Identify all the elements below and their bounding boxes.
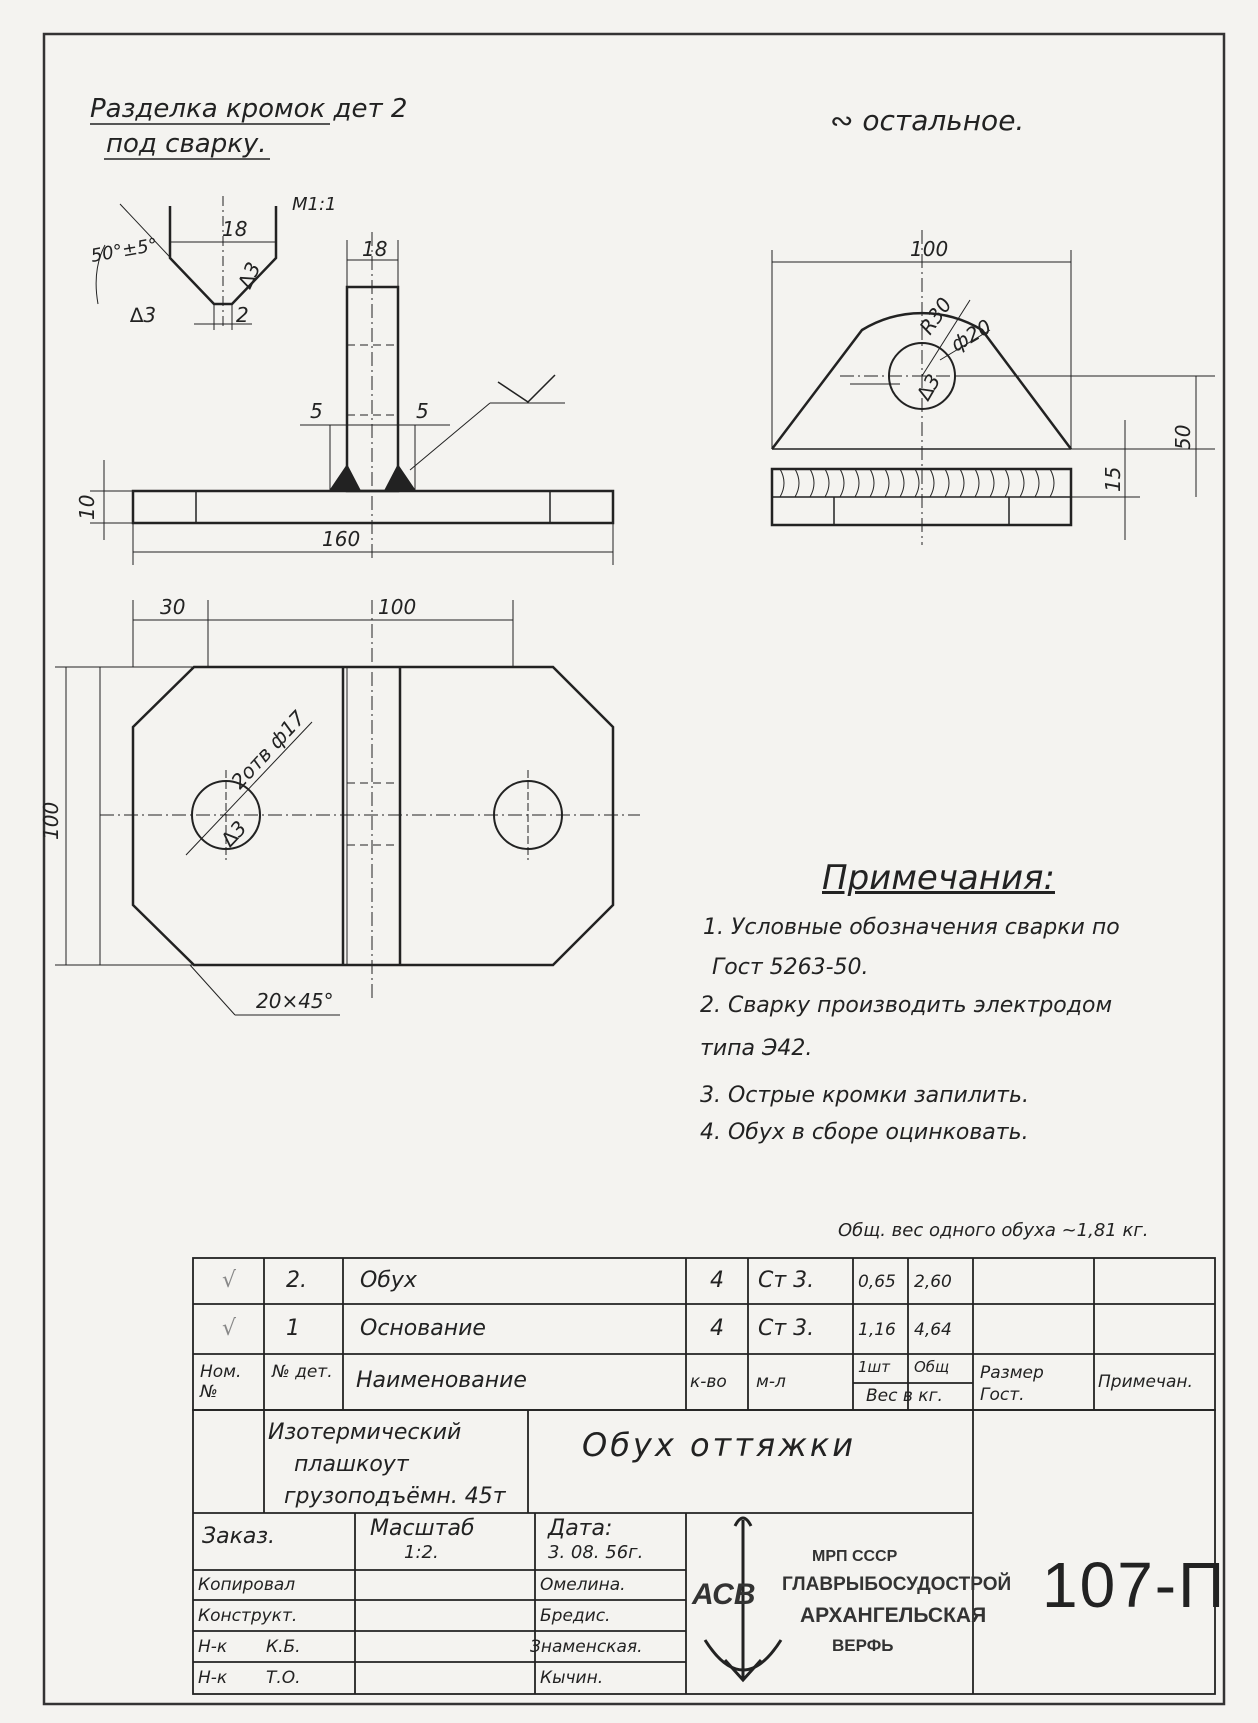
row-2-name: Обух (360, 1268, 417, 1293)
role-head-to-sub: Т.О. (266, 1668, 301, 1688)
surface-note: ∾ остальное. (830, 104, 1024, 137)
row-1-material: Ст 3. (758, 1316, 815, 1341)
org-line-1: МРП СССР (812, 1548, 898, 1565)
notes-title: Примечания: (822, 858, 1055, 898)
row-2-check: √ (222, 1268, 237, 1293)
header-name: Наименование (356, 1368, 527, 1393)
row-1-num: 1 (286, 1316, 300, 1341)
row-1-check: √ (222, 1316, 237, 1341)
edge-prep-roughness-left: ∆3 (129, 303, 156, 327)
front-dim-18: 18 (362, 237, 387, 261)
plan-dim-100: 100 (378, 595, 416, 619)
plan-dim-30: 30 (160, 595, 185, 619)
edge-prep-scale: М1:1 (292, 194, 337, 215)
row-2-total-weight: 2,60 (914, 1272, 952, 1292)
shipyard-logo (703, 1516, 783, 1683)
front-dim-5-left: 5 (310, 399, 323, 423)
name-head-to: Кычин. (540, 1668, 604, 1688)
part-name: Обух оттяжки (582, 1426, 857, 1464)
plan-chamfer: 20×45° (256, 989, 334, 1013)
org-line-2: ГЛАВРЫБОСУДОСТРОЙ (782, 1574, 1012, 1595)
header-nom: Ном. № (200, 1362, 242, 1402)
front-dim-160: 160 (322, 527, 360, 551)
weight-note: Общ. вес одного обуха ~1,81 кг. (838, 1220, 1149, 1241)
header-size: Размер Гост. (980, 1363, 1044, 1405)
order-label: Заказ. (202, 1524, 276, 1549)
plan-view (55, 600, 640, 1016)
role-head-kb-sub: К.Б. (266, 1637, 301, 1657)
header-material: м-л (756, 1372, 786, 1392)
note-1-cont: Гост 5263-50. (712, 955, 869, 980)
row-2-material: Ст 3. (758, 1268, 815, 1293)
document-number: 107-П (1042, 1549, 1227, 1621)
header-qty: к-во (690, 1372, 727, 1392)
header-note: Примечан. (1098, 1372, 1193, 1392)
edge-prep-title-2: под сварку. (106, 129, 267, 159)
product-line-3: грузоподъёмн. 45т (284, 1484, 506, 1509)
row-2-unit-weight: 0,65 (858, 1272, 896, 1292)
logo-letters: АСВ (692, 1578, 756, 1611)
note-2: 2. Сварку производить электродом (700, 993, 1113, 1018)
header-weight-total: Общ (914, 1358, 950, 1376)
plan-dim-100-vertical: 100 (39, 802, 63, 840)
title-block-grid (192, 1409, 1216, 1695)
edge-prep-dim-2: 2 (236, 303, 249, 327)
scale-value: 1:2. (404, 1542, 439, 1563)
header-weight-1pc: 1шт (858, 1358, 891, 1376)
header-weight-unit: Вес в кг. (866, 1386, 943, 1406)
front-dim-5-right: 5 (416, 399, 429, 423)
front-dim-10: 10 (75, 495, 99, 520)
org-line-3: АРХАНГЕЛЬСКАЯ (800, 1604, 987, 1627)
side-dim-50: 50 (1171, 425, 1195, 450)
row-1-unit-weight: 1,16 (858, 1320, 896, 1340)
note-1: 1. Условные обозначения сварки по (703, 915, 1120, 940)
name-head-kb: Знаменская. (530, 1637, 643, 1657)
product-line-1: Изотермический (268, 1420, 462, 1445)
role-head-kb: Н-к (198, 1637, 228, 1657)
role-copied: Копировал (198, 1575, 296, 1595)
note-2-cont: типа Э42. (700, 1036, 813, 1061)
front-view (90, 232, 615, 565)
edge-prep-title-1: Разделка кромок дет 2 (90, 94, 407, 124)
name-designer: Бредис. (540, 1606, 611, 1626)
date-label: Дата: (548, 1516, 613, 1541)
product-line-2: плашкоут (294, 1452, 409, 1477)
edge-prep-detail (90, 123, 330, 330)
org-line-4: ВЕРФЬ (832, 1636, 894, 1655)
name-copied: Омелина. (540, 1575, 626, 1595)
side-dim-15: 15 (1101, 467, 1125, 492)
role-head-to: Н-к (198, 1668, 228, 1688)
row-2-qty: 4 (710, 1268, 724, 1293)
header-det: № дет. (272, 1362, 333, 1382)
date-value: 3. 08. 56г. (548, 1542, 644, 1563)
row-1-total-weight: 4,64 (914, 1320, 952, 1340)
scale-label: Масштаб (370, 1516, 475, 1541)
note-3: 3. Острые кромки запилить. (700, 1083, 1029, 1108)
side-dim-100: 100 (910, 237, 948, 261)
note-4: 4. Обух в сборе оцинковать. (700, 1120, 1029, 1145)
drawing-frame (42, 32, 1226, 1706)
row-1-name: Основание (360, 1316, 486, 1341)
row-2-num: 2. (286, 1268, 307, 1293)
role-designer: Конструкт. (198, 1606, 298, 1626)
edge-prep-dim-18: 18 (222, 217, 247, 241)
side-view (770, 230, 1215, 545)
row-1-qty: 4 (710, 1316, 724, 1341)
